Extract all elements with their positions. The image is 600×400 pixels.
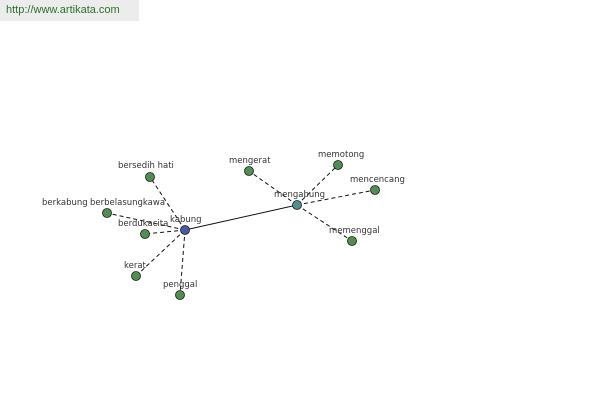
edge-mengabung-mencencang [296,189,376,206]
artikata-link[interactable]: http://www.artikata.com [6,4,120,16]
edge-kabung-bersedih [149,176,186,231]
edge-kabung-penggal [179,229,186,296]
node-berdukacita[interactable] [140,229,150,239]
edge-kabung-berkabung [106,212,186,231]
node-label-kabung[interactable]: kabung [170,215,202,225]
node-label-memenggal[interactable]: memenggal [329,226,380,236]
node-mengerat[interactable] [244,166,254,176]
node-layer [102,160,380,300]
node-label-berbelasungkawa[interactable]: berbelasungkawa [90,198,165,208]
node-memenggal[interactable] [347,236,357,246]
node-berkabung[interactable] [102,208,112,218]
node-label-memotong[interactable]: memotong [318,150,364,160]
node-label-berkabung[interactable]: berkabung [42,198,88,208]
url-banner: http://www.artikata.com [0,0,139,21]
node-label-mengabung[interactable]: mengabung [274,190,325,200]
edge-mengabung-mengerat [248,170,298,206]
node-mencencang[interactable] [370,185,380,195]
node-label-bersedih[interactable]: bersedih hati [118,161,174,171]
node-kerat[interactable] [131,271,141,281]
edge-mengabung-memotong [296,164,339,206]
node-kabung[interactable] [180,225,190,235]
edge-mengabung-memenggal [296,204,353,242]
node-mengabung[interactable] [292,200,302,210]
node-penggal[interactable] [175,290,185,300]
node-label-berdukacita[interactable]: berdukacita [118,219,168,229]
node-bersedih[interactable] [145,172,155,182]
edge-kabung-kerat [135,229,186,277]
node-memotong[interactable] [333,160,343,170]
node-label-penggal[interactable]: penggal [163,280,197,290]
node-label-mengerat[interactable]: mengerat [229,156,271,166]
edge-kabung-mengabung [184,204,298,231]
edge-kabung-berdukacita [144,229,186,235]
node-label-mencencang[interactable]: mencencang [350,175,405,185]
node-label-kerat[interactable]: kerat [124,261,147,271]
edge-layer [106,164,376,296]
